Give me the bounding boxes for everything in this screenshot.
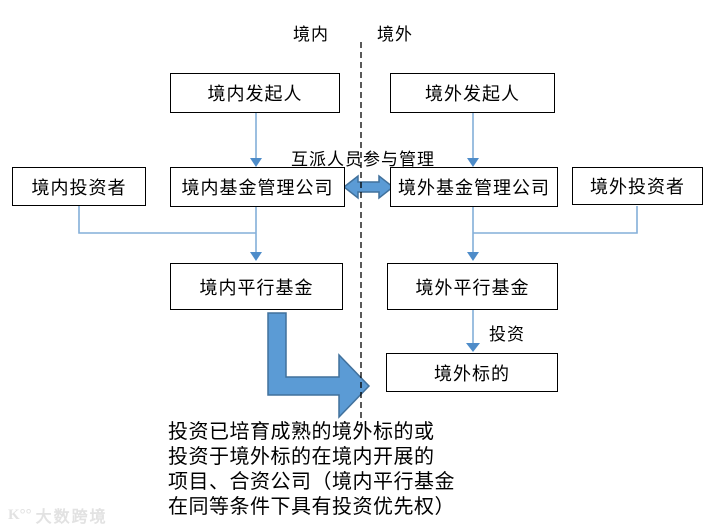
footnote-line-3: 项目、合资公司（境内平行基金	[168, 471, 455, 493]
box-overseas-sponsor: 境外发起人	[390, 73, 555, 113]
box-domestic-sponsor: 境内发起人	[170, 73, 340, 113]
mutual-management-double-arrow	[342, 174, 395, 200]
footnote-line-2: 投资于境外标的在境内开展的	[168, 446, 435, 468]
arrowhead-overseas-manager	[467, 158, 479, 167]
arrowhead-overseas-fund	[467, 252, 479, 261]
arrowhead-domestic-fund	[250, 252, 262, 261]
watermark-logo-icon: K°°	[8, 506, 32, 523]
line-overseas-investor-to-fund	[473, 206, 638, 234]
watermark: K°° 大数跨境	[8, 503, 108, 527]
watermark-text: 大数跨境	[35, 509, 108, 526]
box-domestic-fund-manager: 境内基金管理公司	[170, 167, 345, 207]
box-overseas-target: 境外标的	[386, 353, 558, 392]
box-overseas-fund-manager: 境外基金管理公司	[390, 167, 558, 207]
box-overseas-parallel-fund: 境外平行基金	[387, 263, 558, 310]
box-domestic-investor: 境内投资者	[12, 167, 146, 206]
box-overseas-investor: 境外投资者	[572, 167, 703, 205]
line-domestic-investor-to-fund	[78, 206, 256, 234]
box-domestic-parallel-fund: 境内平行基金	[170, 263, 343, 310]
footnote-line-4: 在同等条件下具有投资优先权）	[168, 496, 455, 518]
invest-label: 投资	[489, 325, 525, 344]
mutual-management-label: 互派人员参与管理	[291, 150, 435, 169]
arrowhead-overseas-target	[466, 343, 480, 352]
footnote-line-1: 投资已培育成熟的境外标的或	[168, 421, 435, 443]
investment-elbow-arrow	[267, 312, 371, 419]
footnote: 投资已培育成熟的境外标的或 投资于境外标的在境内开展的 项目、合资公司（境内平行…	[168, 420, 455, 520]
region-label-overseas: 境外	[377, 25, 413, 44]
arrowhead-domestic-manager	[250, 158, 262, 167]
region-label-domestic: 境内	[293, 25, 329, 44]
